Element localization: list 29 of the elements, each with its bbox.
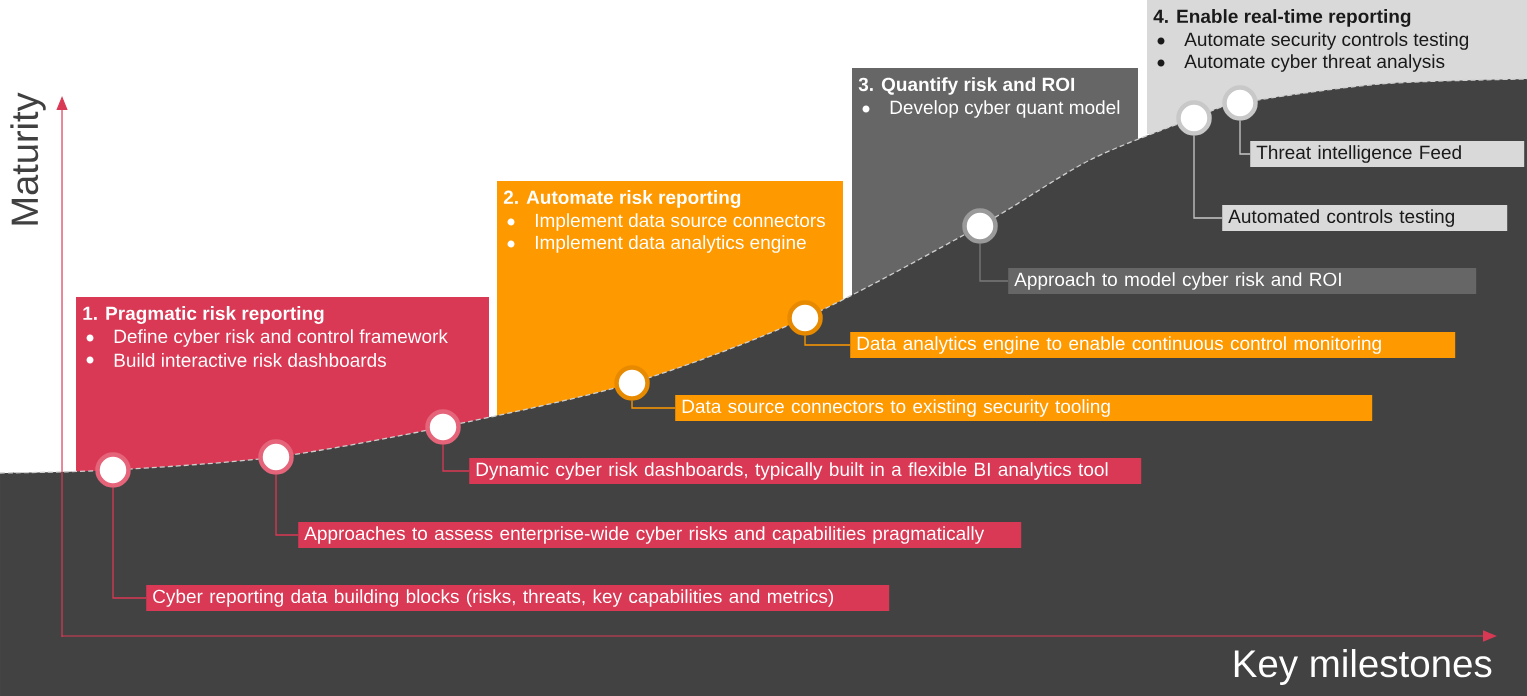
milestone-label: Automated controls testing [1222,205,1508,231]
leader-line [631,400,676,409]
bullet-text: Define cyber risk and control framework [114,329,448,347]
leader-line [979,243,1009,282]
milestone-label: Approach to model cyber risk and ROI [1008,268,1477,294]
stage-heading: 1. Pragmatic risk reporting [83,306,324,324]
stage-heading: 4. Enable real-time reporting [1153,9,1411,27]
milestone-label: Cyber reporting data building blocks (risks, threats, key capabilities and metrics) [146,585,890,611]
axis-label: Maturity [10,92,46,225]
axis-label: Key milestones [1234,649,1492,685]
stage-heading: 2. Automate risk reporting [503,190,741,208]
bullet-text: Implement data analytics engine [535,235,806,253]
bullet-text: Implement data source connectors [535,213,825,231]
leader-line [275,474,299,536]
milestone-label: Dynamic cyber risk dashboards, typically built in a flexible BI analytics tool [469,458,1142,484]
milestone-label: Approaches to assess enterprise-wide cyber risks and capabilities pragmatically [298,522,1022,548]
bullet-text: Automate security controls testing [1184,32,1469,50]
leader-line [1193,135,1223,219]
bullet-text: Automate cyber threat analysis [1184,54,1445,72]
milestone-label: Data source connectors to existing security tooling [675,395,1373,421]
bullet-text: Develop cyber quant model [890,100,1120,118]
bullet-text: Build interactive risk dashboards [114,353,386,367]
leader-line [1239,120,1251,155]
stage-heading: 3. Quantify risk and ROI [858,77,1075,95]
leader-line [112,487,147,599]
leader-line [804,335,851,346]
leader-line [442,444,470,472]
milestone-label: Threat intelligence Feed [1250,141,1525,167]
milestone-label: Data analytics engine to enable continuous control monitoring [850,332,1456,358]
